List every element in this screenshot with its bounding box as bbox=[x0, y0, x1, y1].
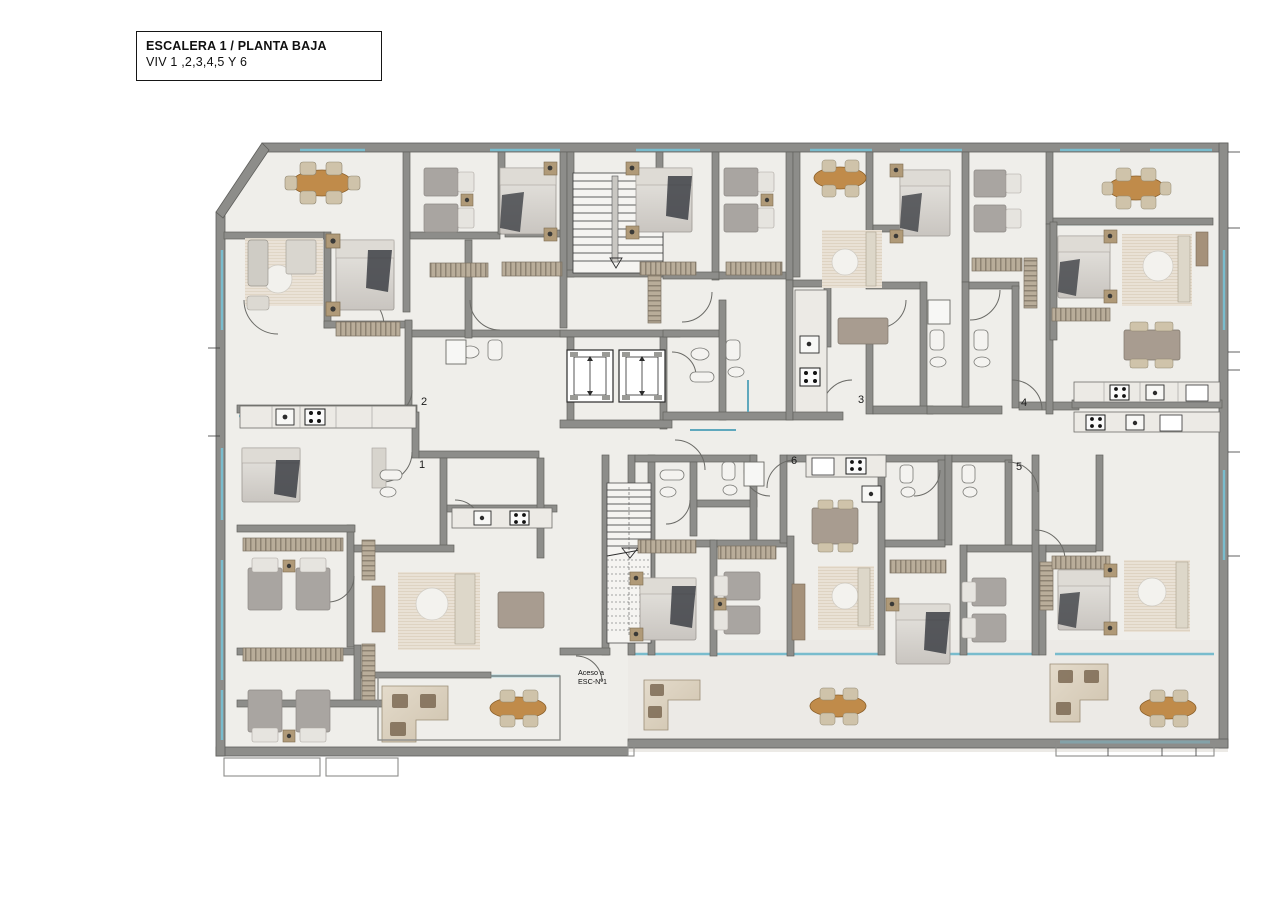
furniture bbox=[241, 159, 1209, 743]
access-note-line-1: Aceso a bbox=[578, 668, 604, 677]
sofa-l-shape bbox=[381, 685, 449, 743]
twin-beds-5 bbox=[247, 689, 331, 743]
sofa-l-shape-2 bbox=[1049, 663, 1109, 723]
unit-label-2: 2 bbox=[421, 396, 428, 408]
twin-beds-2 bbox=[723, 167, 775, 233]
bed-double-2 bbox=[499, 161, 558, 242]
dining-table-wood-2 bbox=[813, 159, 867, 198]
bed-double-3 bbox=[625, 161, 693, 240]
balcony-outlines bbox=[223, 675, 1215, 777]
entry-door-mark bbox=[575, 655, 603, 683]
bed-double bbox=[325, 233, 395, 317]
interior-partition-walls bbox=[223, 151, 1223, 708]
bed-double-5 bbox=[1057, 229, 1118, 304]
title-line-2: VIV 1 ,2,3,4,5 Y 6 bbox=[146, 55, 248, 69]
dining-table-wood bbox=[284, 161, 361, 205]
bed-double-8 bbox=[885, 597, 951, 665]
unit-label-4: 4 bbox=[1021, 397, 1028, 409]
twin-beds-7 bbox=[961, 577, 1007, 643]
bed-double-7 bbox=[629, 571, 697, 642]
table-taupe-2 bbox=[497, 591, 545, 629]
unit-label-1: 1 bbox=[419, 459, 426, 471]
dining-table-wood-5 bbox=[1139, 689, 1197, 728]
dining-table-wood-6 bbox=[809, 687, 867, 726]
access-note-line-2: ESC-Nº1 bbox=[578, 676, 607, 686]
table-taupe bbox=[1123, 321, 1181, 369]
twin-beds bbox=[423, 167, 475, 233]
table-taupe-3 bbox=[811, 499, 859, 553]
twin-beds-4 bbox=[247, 557, 331, 611]
sofa-l-shape-3 bbox=[643, 679, 701, 731]
unit-label-3: 3 bbox=[858, 394, 865, 406]
access-note: Aceso a ESC-Nº1 bbox=[578, 668, 638, 686]
unit-label-6: 6 bbox=[791, 455, 798, 467]
bed-double-4 bbox=[889, 163, 951, 244]
dining-table-wood-3 bbox=[1101, 167, 1172, 210]
elevator-cabins bbox=[566, 349, 666, 403]
dimension-ticks bbox=[208, 151, 1240, 756]
bed-double-6 bbox=[241, 447, 301, 503]
exterior-walls bbox=[215, 142, 1229, 757]
twin-beds-3 bbox=[973, 169, 1022, 233]
title-block: ESCALERA 1 / PLANTA BAJA VIV 1 ,2,3,4,5 … bbox=[136, 31, 382, 81]
title-line-1: ESCALERA 1 / PLANTA BAJA bbox=[146, 39, 327, 53]
unit-label-5: 5 bbox=[1016, 461, 1023, 473]
kitchen-and-bath-fixtures bbox=[239, 289, 1221, 529]
twin-beds-6 bbox=[713, 571, 761, 635]
bed-double-9 bbox=[1057, 563, 1118, 636]
dining-table-wood-4 bbox=[489, 689, 547, 728]
